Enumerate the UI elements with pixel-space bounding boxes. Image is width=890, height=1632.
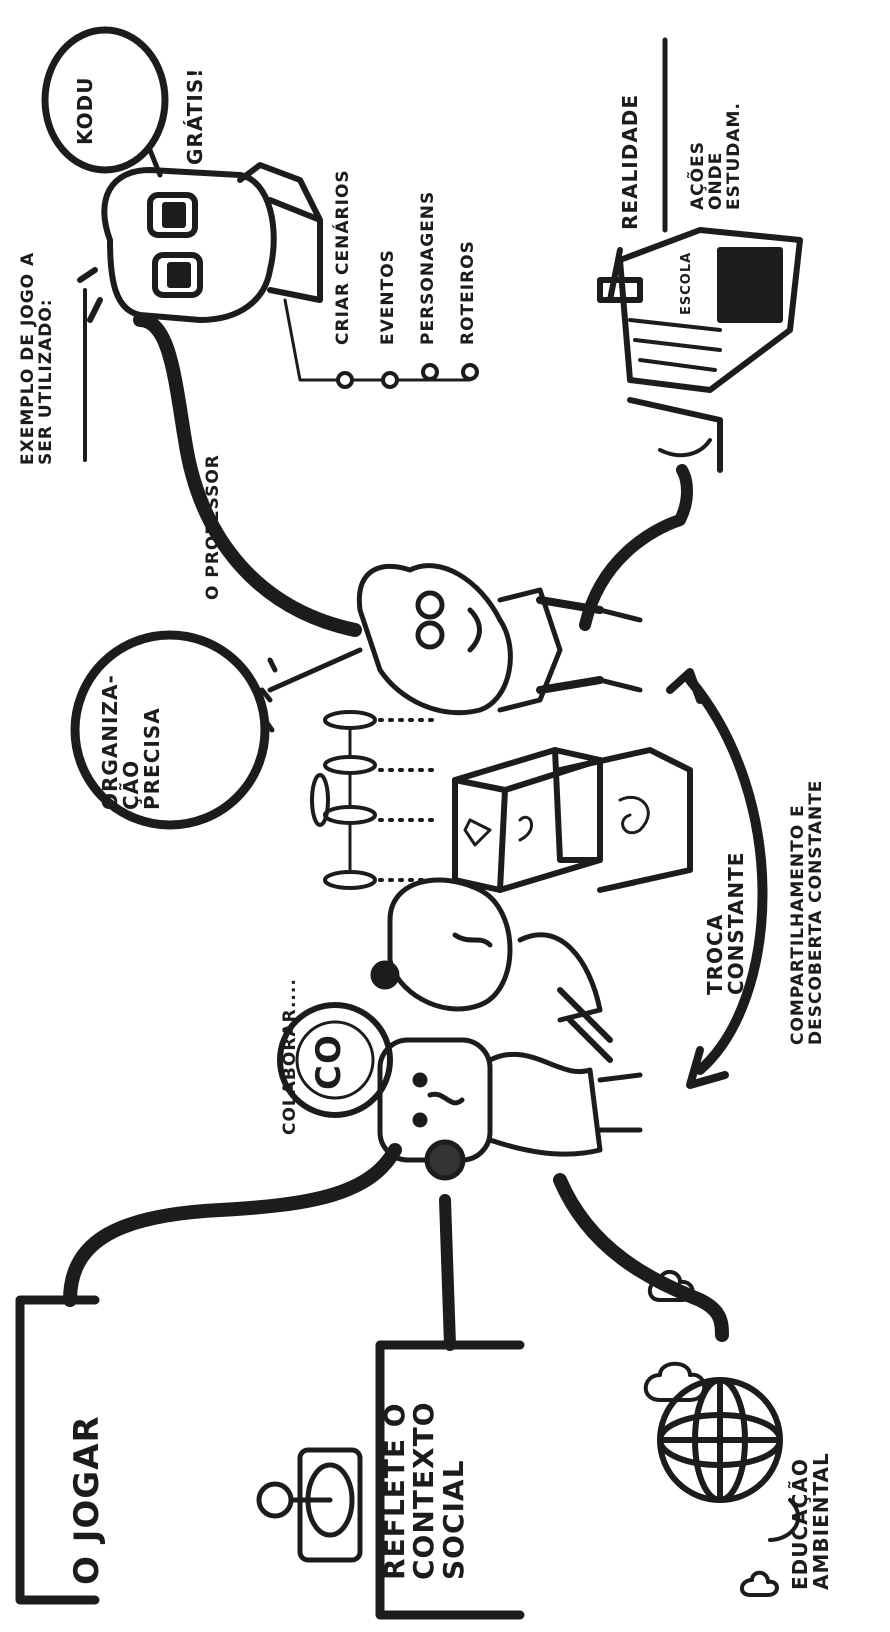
label-roteiros: ROTEIROS <box>460 240 478 345</box>
label-professor: O PROFESSOR <box>205 454 223 600</box>
label-compartilhamento: COMPARTILHAMENTO E DESCOBERTA CONSTANTE <box>790 780 826 1045</box>
label-criar-cenarios: CRIAR CENÁRIOS <box>335 169 353 345</box>
label-eventos: EVENTOS <box>380 249 398 345</box>
label-o-jogar: O JOGAR <box>70 1415 106 1585</box>
label-gratis: GRÁTIS! <box>185 68 206 165</box>
label-acoes: AÇÕES ONDE ESTUDAM. <box>690 102 744 210</box>
label-realidade: REALIDADE <box>620 94 641 230</box>
label-kodu: KODU <box>75 77 96 145</box>
label-reflete: REFLETE O CONTEXTO SOCIAL <box>380 1401 468 1580</box>
label-colaborar: COLABORAR.... <box>282 978 300 1135</box>
label-educacao: EDUCAÇÃO AMBIENTAL <box>790 1452 832 1590</box>
label-exemplo: EXEMPLO DE JOGO A SER UTILIZADO: <box>20 252 56 465</box>
label-co: CO <box>312 1034 348 1090</box>
label-escola: ESCOLA <box>680 252 694 315</box>
label-organizacao: ORGANIZA- ÇÃO PRECISA <box>100 674 163 810</box>
label-troca: TROCA CONSTANTE <box>705 852 747 995</box>
label-personagens: PERSONAGENS <box>420 191 438 345</box>
